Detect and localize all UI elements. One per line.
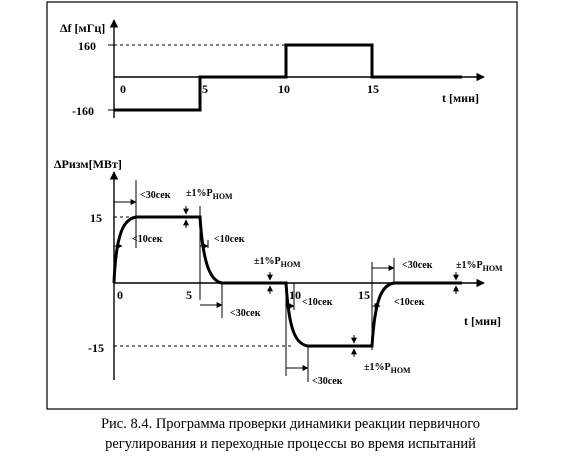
bottom-y-label: ΔРизм[МВт] [54, 157, 122, 171]
bottom-y-tick-15: 15 [90, 211, 102, 225]
label-t30-2: <30сек [230, 308, 261, 319]
bottom-x-tick-15: 15 [358, 288, 370, 302]
label-t10-4: <10сек [394, 297, 425, 308]
top-x-tick-0: 0 [120, 82, 126, 96]
label-tol-2: ±1%РНОМ [254, 256, 301, 269]
top-chart: Δf [мГц] t [мин] 160 -160 0 5 10 15 [60, 19, 485, 118]
label-t30-4: <30сек [402, 260, 433, 271]
top-x-tick-5: 5 [202, 82, 208, 96]
label-tol-4: ±1%РНОМ [456, 260, 503, 273]
figure-caption-line-1: Рис. 8.4. Программа проверки динамики ре… [100, 416, 481, 432]
top-y-tick-minus160: -160 [72, 104, 94, 118]
bottom-chart: ΔРизм[МВт] t [мин] 15 -15 0 5 10 15 [54, 157, 503, 387]
bottom-x-label: t [мин] [464, 314, 501, 328]
label-tol-1: ±1%РНОМ [186, 188, 233, 201]
bottom-x-tick-0: 0 [117, 288, 123, 302]
label-t10-3: <10сек [302, 297, 333, 308]
top-y-tick-160: 160 [78, 39, 96, 53]
label-t10-2: <10сек [214, 234, 245, 245]
bottom-y-tick-minus15: -15 [88, 341, 104, 355]
top-y-label: Δf [мГц] [60, 21, 105, 35]
power-response-curve [112, 215, 462, 348]
bottom-x-tick-10: 10 [289, 288, 301, 302]
top-x-label: t [мин] [442, 91, 479, 105]
frequency-step-signal [114, 43, 462, 112]
bottom-x-tick-5: 5 [186, 288, 192, 302]
figure-frame [46, 1, 518, 410]
figure-caption-line-2: регулирования и переходные процессы во в… [105, 436, 476, 452]
label-tol-3: ±1%РНОМ [364, 362, 411, 375]
label-t10-1: <10сек [132, 234, 163, 245]
top-x-tick-10: 10 [278, 82, 290, 96]
top-x-tick-15: 15 [367, 82, 379, 96]
label-t30-1: <30сек [140, 190, 171, 201]
label-t30-3: <30сек [312, 376, 343, 387]
